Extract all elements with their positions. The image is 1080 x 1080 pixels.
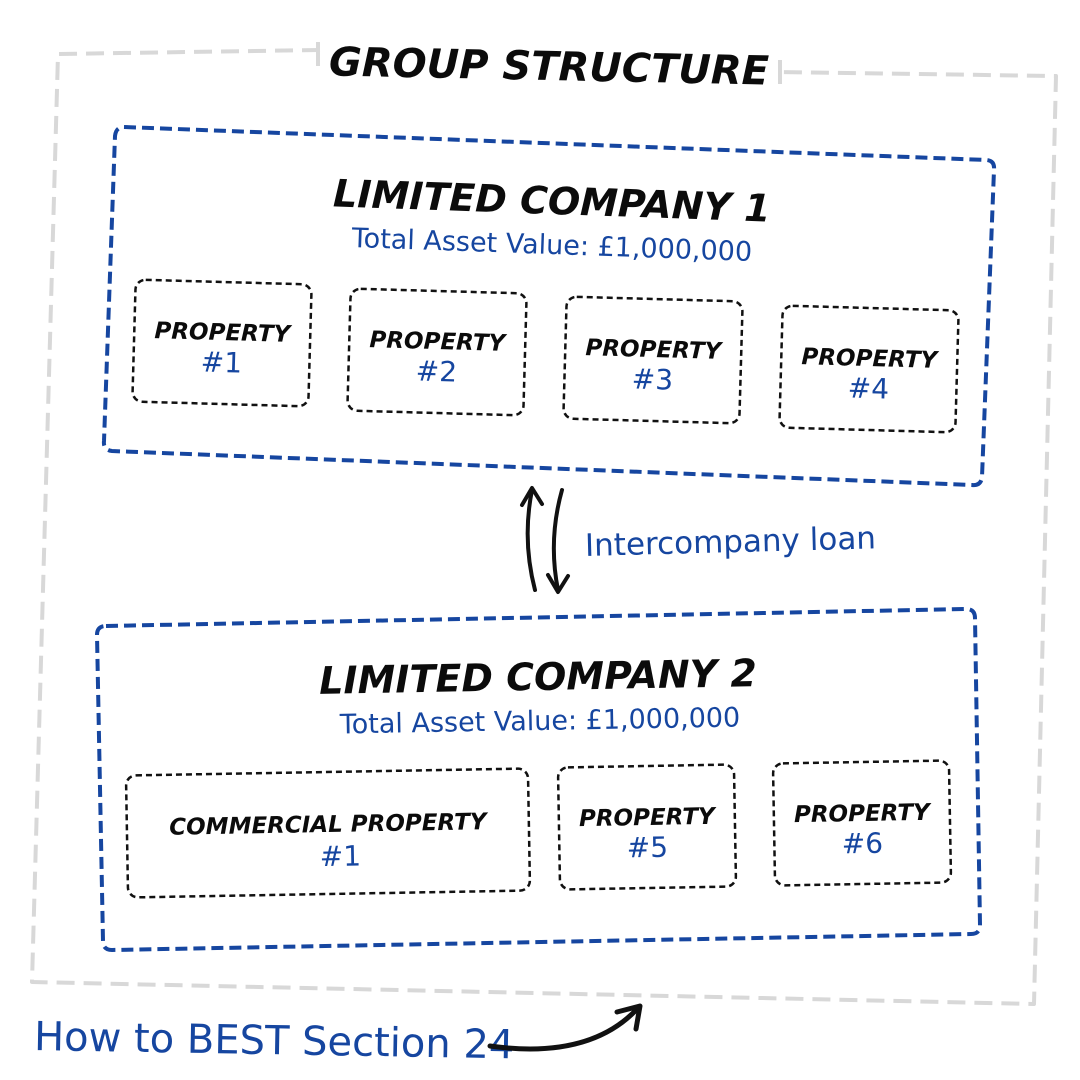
property-number: #3 [631, 362, 673, 396]
property-number: #1 [200, 345, 242, 379]
caption-arrow-head [614, 1003, 643, 1032]
company-2-asset-value: Total Asset Value: £1,000,000 [339, 703, 741, 741]
arrow-up [525, 488, 537, 592]
property-label: PROPERTY [585, 335, 724, 365]
company-1-name: LIMITED COMPANY 1 [332, 171, 771, 230]
property-card: PROPERTY #2 [346, 287, 528, 417]
intercompany-loan-arrows [520, 486, 570, 594]
property-card: PROPERTY #1 [131, 278, 313, 408]
property-card-border [778, 304, 960, 434]
property-label: PROPERTY [154, 318, 293, 348]
arrow-down-head [546, 573, 570, 594]
group-structure-border [30, 48, 1058, 1006]
property-number: #1 [319, 839, 361, 873]
company-1-asset-value: Total Asset Value: £1,000,000 [350, 223, 752, 268]
property-number: #5 [626, 831, 668, 865]
property-card-border [346, 287, 528, 417]
property-card: PROPERTY #4 [778, 304, 960, 434]
property-number: #4 [847, 371, 889, 405]
property-card: PROPERTY #3 [562, 295, 744, 425]
property-number: #6 [841, 827, 883, 861]
company-2-box: LIMITED COMPANY 2 Total Asset Value: £1,… [94, 606, 983, 953]
commercial-property-card: COMMERCIAL PROPERTY #1 [124, 767, 532, 899]
intercompany-loan-label: Intercompany loan [585, 520, 877, 564]
property-card: PROPERTY #6 [771, 759, 953, 887]
property-card-border [131, 278, 313, 408]
property-card-border [124, 767, 532, 899]
group-structure-title: GROUP STRUCTURE [329, 39, 770, 94]
property-number: #2 [415, 354, 457, 388]
property-card-border [556, 763, 738, 891]
property-card: PROPERTY #5 [556, 763, 738, 891]
caption-arrow [487, 1005, 641, 1052]
caption-text: How to BEST Section 24 [34, 1014, 515, 1068]
company-1-border [101, 124, 997, 488]
property-card-border [771, 759, 953, 887]
company-2-border [94, 606, 983, 953]
arrow-down [551, 488, 564, 592]
property-label: PROPERTY [794, 800, 932, 828]
property-label: PROPERTY [579, 804, 717, 832]
property-label: COMMERCIAL PROPERTY [169, 809, 489, 841]
company-1-box: LIMITED COMPANY 1 Total Asset Value: £1,… [101, 124, 997, 488]
property-label: PROPERTY [369, 327, 508, 357]
property-card-border [562, 295, 744, 425]
property-label: PROPERTY [801, 344, 940, 374]
company-2-name: LIMITED COMPANY 2 [319, 651, 757, 703]
arrow-up-head [520, 486, 544, 507]
